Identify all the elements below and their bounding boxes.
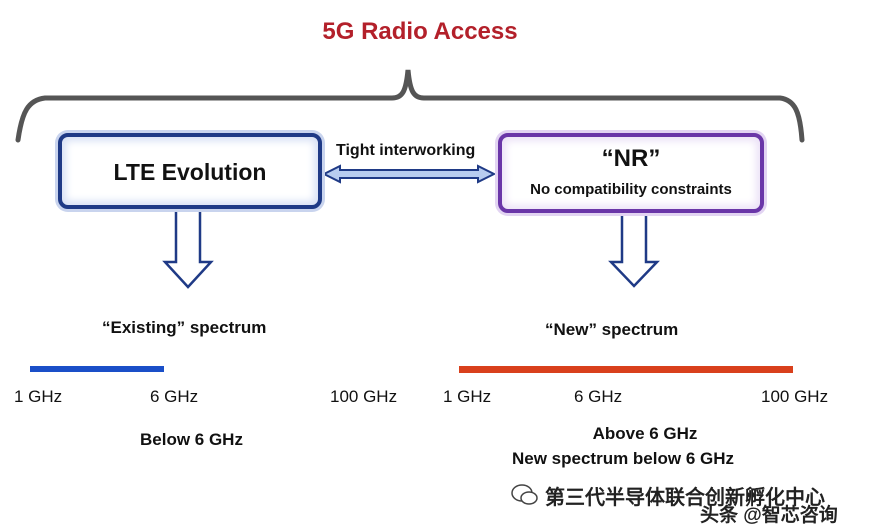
below-6ghz-caption: Below 6 GHz	[140, 430, 243, 449]
new-spectrum-label: “New” spectrum	[545, 320, 679, 339]
lte-evolution-box: LTE Evolution	[58, 133, 322, 209]
brace	[15, 69, 805, 143]
existing-spectrum-label: “Existing” spectrum	[102, 318, 267, 337]
left-tick-6ghz: 6 GHz	[150, 387, 199, 406]
watermark-line2: 头条 @智芯咨询	[700, 505, 838, 526]
interworking-label: Tight interworking	[336, 142, 476, 159]
wechat-icon	[510, 483, 540, 507]
nr-sublabel: No compatibility constraints	[530, 181, 732, 198]
interworking-double-arrow	[321, 164, 497, 184]
diagram-title: 5G Radio Access	[322, 18, 518, 45]
lte-evolution-label: LTE Evolution	[113, 159, 267, 185]
lte-down-arrow	[162, 208, 214, 289]
watermark-line1: 第三代半导体联合创新孵化中心	[545, 487, 825, 509]
right-tick-6ghz: 6 GHz	[574, 387, 623, 406]
right-tick-1ghz: 1 GHz	[443, 387, 492, 406]
right-tick-100ghz: 100 GHz	[761, 387, 829, 406]
nr-label: “NR”	[601, 145, 661, 172]
above-6ghz-caption: Above 6 GHz	[592, 424, 698, 443]
left-tick-1ghz: 1 GHz	[14, 387, 63, 406]
new-spectrum-bar	[459, 366, 793, 373]
existing-spectrum-bar	[30, 366, 164, 372]
new-spectrum-below-6ghz-caption: New spectrum below 6 GHz	[512, 449, 734, 468]
left-tick-100ghz: 100 GHz	[330, 387, 398, 406]
nr-box: “NR” No compatibility constraints	[498, 133, 764, 213]
nr-down-arrow	[608, 211, 660, 288]
